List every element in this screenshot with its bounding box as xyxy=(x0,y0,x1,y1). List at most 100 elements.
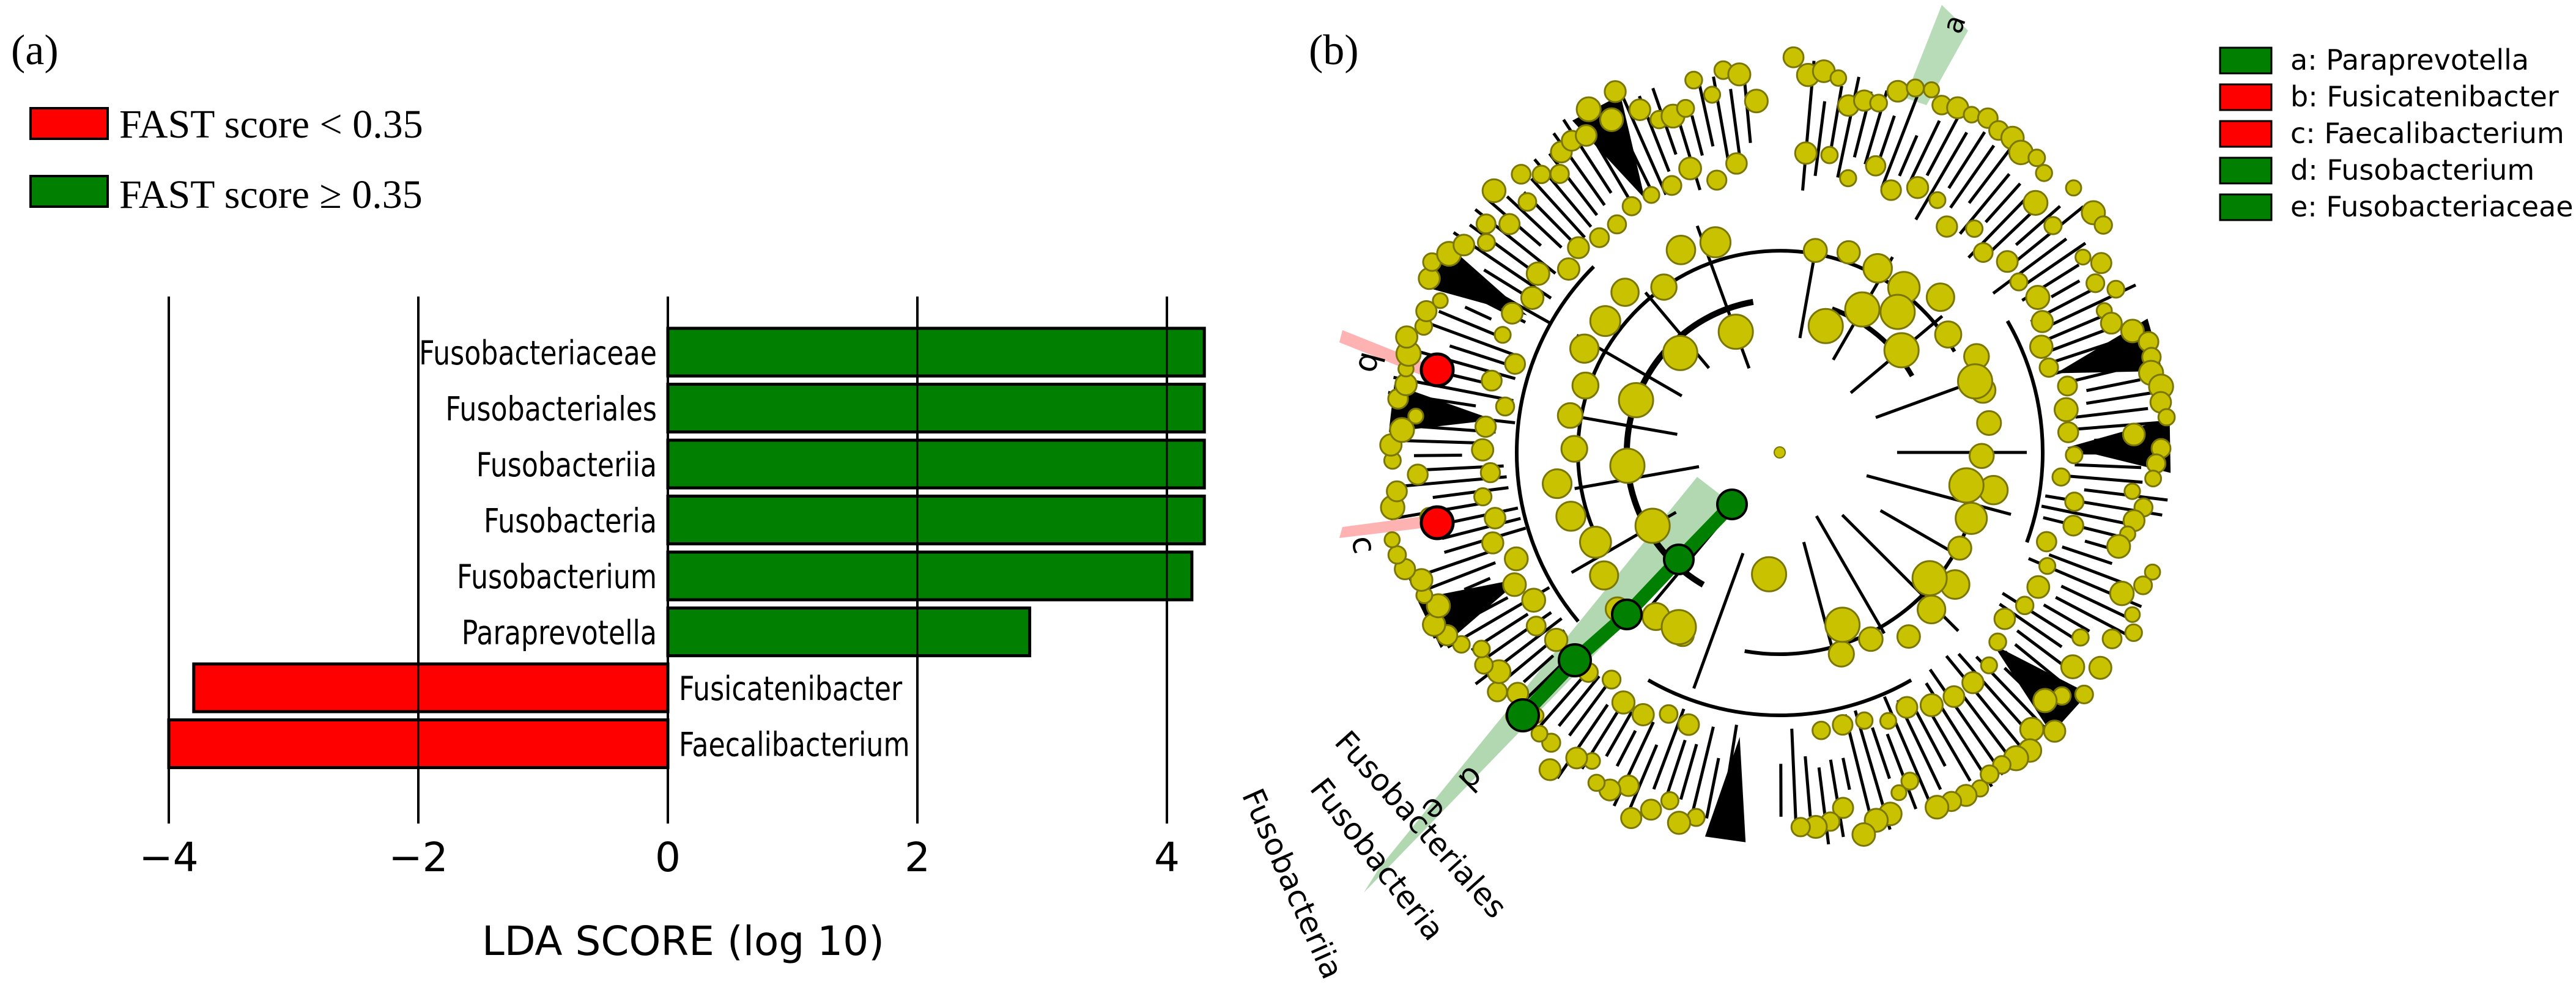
clado-leaf-node xyxy=(1538,758,1562,781)
clado-node xyxy=(1504,546,1529,572)
clado-node xyxy=(1955,501,1988,535)
clado-leaf-node xyxy=(1604,80,1627,103)
clado-leaf-node xyxy=(1727,62,1752,87)
clado-node xyxy=(2009,272,2029,292)
clado-node xyxy=(1520,286,1545,310)
clado-leaf-node xyxy=(1472,640,1491,658)
clado-node xyxy=(1836,240,1861,265)
bar-label: Fusobacteriia xyxy=(476,446,657,484)
clado-leaf-node xyxy=(2032,688,2058,713)
clado-branch xyxy=(1413,454,1462,457)
clado-leaf-node xyxy=(2124,623,2143,643)
clado-node xyxy=(2026,575,2051,599)
clado-leaf-node xyxy=(1475,213,1497,235)
clado-leaf-node xyxy=(2145,453,2167,474)
clado-node xyxy=(1544,627,1569,652)
clado-leaf-node xyxy=(2133,575,2153,595)
clado-branch xyxy=(1908,120,1941,183)
clado-leaf-node xyxy=(1832,797,1854,819)
clado-leaf-node xyxy=(1617,774,1640,797)
clado-node xyxy=(1618,382,1654,418)
clado-leaf-node xyxy=(1628,98,1651,122)
clado-branch xyxy=(1644,291,1711,369)
clado-node xyxy=(1525,616,1547,636)
clado-node xyxy=(2051,467,2071,487)
node-fusobacteria xyxy=(1716,488,1748,520)
clado-node xyxy=(1812,720,1831,740)
legend-item-low-fast: FAST score < 0.35 xyxy=(29,102,423,147)
clado-leaf-node xyxy=(1453,234,1476,257)
clado-node xyxy=(1968,443,1995,470)
clado-node xyxy=(1525,261,1550,286)
clado-node xyxy=(1677,713,1700,736)
clado-branch xyxy=(1522,654,1555,684)
node-fusicatenibacter xyxy=(1419,352,1455,388)
clado-node xyxy=(1896,624,1921,649)
clado-node xyxy=(1916,594,1947,625)
clado-node xyxy=(1609,448,1646,484)
clado-node xyxy=(1879,712,1897,730)
clado-leaf-node xyxy=(2124,606,2141,623)
clado-leaf-node xyxy=(2043,216,2063,235)
clado-branch xyxy=(1548,152,1599,216)
clado-node xyxy=(1948,467,1985,504)
clado-node xyxy=(1631,702,1655,726)
clado-node xyxy=(1855,711,1874,730)
cladogram-green-branch xyxy=(1506,488,1748,732)
clado-node xyxy=(2057,375,2078,397)
clado-node xyxy=(2064,492,2085,512)
clado-branch xyxy=(1836,76,1860,178)
clado-root-node xyxy=(1774,446,1786,459)
cladogram-red-nodes xyxy=(1419,352,1455,540)
clado-leaf-node xyxy=(1415,300,1438,322)
clado-node xyxy=(1934,320,1963,348)
clado-branch xyxy=(1464,577,1491,591)
clado-branch xyxy=(1829,86,1843,154)
clado-node xyxy=(1883,332,1920,369)
bar-label: Fusobacteriales xyxy=(445,389,657,428)
clado-node xyxy=(1961,671,1985,695)
bar-label: Fusobacteria xyxy=(484,501,657,540)
clado-node xyxy=(2015,595,2035,616)
clado-node xyxy=(1699,226,1732,259)
clado-node xyxy=(1642,186,1660,204)
clado-branch xyxy=(2050,279,2081,298)
legend-label: b: Fusicatenibacter xyxy=(2290,80,2559,113)
clado-leaf-node xyxy=(2086,273,2106,293)
clado-branch xyxy=(1914,131,1968,221)
clado-node xyxy=(1678,157,1702,180)
clado-node xyxy=(2062,514,2084,537)
clado-node xyxy=(1802,238,1828,264)
clado-leaf-node xyxy=(2043,719,2067,743)
clado-branch xyxy=(1729,89,1742,163)
clado-branch xyxy=(1704,758,1720,819)
clado-leaf-node xyxy=(1517,192,1538,212)
clado-leaf-node xyxy=(1640,798,1662,821)
clado-node xyxy=(1936,215,1958,238)
clado-node xyxy=(1996,250,2019,273)
clado-node xyxy=(1858,626,1884,652)
clado-node xyxy=(1589,227,1610,248)
clado-branch xyxy=(2075,407,2149,419)
clado-leaf-node xyxy=(2060,654,2086,679)
clado-node xyxy=(1988,632,2007,652)
clado-branch xyxy=(2041,504,2137,528)
clado-branch xyxy=(1464,305,1492,321)
clado-node xyxy=(1611,690,1636,715)
clado-leaf-node xyxy=(1829,69,1848,87)
bar-label: Fusobacterium xyxy=(457,558,657,596)
legend-label: a: Paraprevotella xyxy=(2290,43,2529,76)
clado-node xyxy=(1659,704,1679,724)
node-fusobacterium xyxy=(1506,698,1540,732)
bar-label: Faecalibacterium xyxy=(679,725,910,764)
clado-node xyxy=(1665,235,1697,265)
clado-arc xyxy=(1515,265,1596,623)
clado-leaf-node xyxy=(2122,422,2146,446)
clado-leaf-node xyxy=(1386,480,1408,503)
clado-node xyxy=(1610,278,1640,307)
clado-branch xyxy=(1692,552,1745,689)
clado-leaf-node xyxy=(1487,681,1508,702)
clado-leaf-node xyxy=(1587,773,1606,792)
clado-leaf-node xyxy=(1383,531,1401,548)
